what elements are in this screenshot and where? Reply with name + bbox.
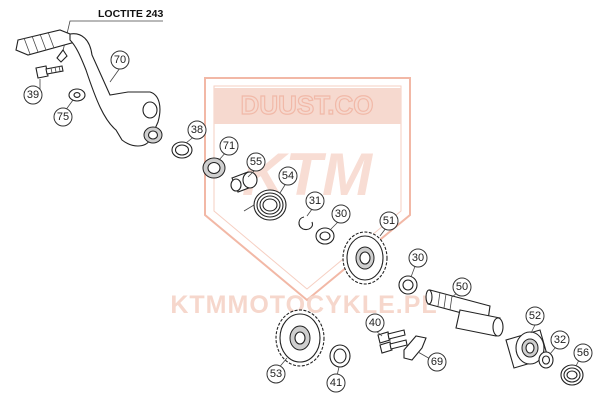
callout-71: 71 (219, 136, 239, 156)
svg-text:41: 41 (330, 377, 342, 389)
callout-40: 40 (365, 313, 385, 333)
callout-52: 52 (525, 306, 545, 326)
loctite-note: LOCTITE 243 (98, 8, 164, 20)
svg-text:30: 30 (335, 208, 347, 220)
svg-text:31: 31 (309, 195, 321, 207)
ratchet-gear (505, 329, 549, 369)
callout-50: 50 (452, 277, 472, 297)
watermark-badge-text: DUUST.CO (241, 90, 374, 120)
callout-38: 38 (187, 120, 207, 140)
screws (377, 329, 408, 354)
callout-55: 55 (246, 152, 266, 172)
callout-31: 31 (305, 191, 325, 211)
svg-text:32: 32 (554, 334, 566, 346)
washer-32 (538, 351, 554, 369)
callout-41: 41 (326, 373, 346, 393)
callout-30: 30 (331, 204, 351, 224)
svg-text:52: 52 (529, 310, 541, 322)
kick-spring (243, 189, 287, 221)
stop-plate (403, 335, 427, 361)
svg-text:50: 50 (456, 281, 468, 293)
callout-69: 69 (427, 352, 447, 372)
svg-text:71: 71 (223, 140, 235, 152)
seal (202, 157, 226, 179)
svg-text:70: 70 (114, 54, 126, 66)
svg-text:38: 38 (191, 124, 203, 136)
svg-text:39: 39 (27, 89, 39, 101)
callout-53: 53 (266, 364, 286, 384)
watermark: DUUST.CO KTM KTMMOTOCYKLE.PL (170, 77, 437, 319)
svg-text:75: 75 (57, 111, 69, 123)
thrust-washer-lower (398, 275, 418, 295)
callout-70: 70 (110, 50, 130, 70)
svg-text:54: 54 (282, 170, 294, 182)
gear-51 (342, 231, 388, 285)
circlip (298, 216, 313, 231)
kick-starter-lever (15, 29, 163, 147)
svg-text:51: 51 (383, 215, 395, 227)
bolt (35, 65, 64, 79)
washer (68, 88, 86, 102)
svg-text:69: 69 (431, 356, 443, 368)
thrust-washer-upper (315, 227, 335, 245)
svg-text:56: 56 (577, 347, 589, 359)
callout-30b: 30 (408, 248, 428, 268)
callout-54: 54 (278, 166, 298, 186)
callout-56: 56 (573, 343, 593, 363)
ring (171, 141, 193, 159)
svg-text:40: 40 (369, 317, 381, 329)
bushing (230, 171, 258, 193)
svg-text:53: 53 (270, 368, 282, 380)
ratchet-spring (560, 364, 584, 386)
kick-shaft (425, 289, 504, 337)
callouts: 70 39 75 38 71 55 54 31 30 51 30 50 40 5… (23, 50, 593, 393)
callout-39: 39 (23, 85, 43, 105)
washer-41 (329, 344, 351, 368)
svg-text:55: 55 (250, 156, 262, 168)
callout-75: 75 (53, 107, 73, 127)
callout-32: 32 (550, 330, 570, 350)
watermark-text-band (214, 88, 401, 124)
callout-51: 51 (379, 211, 399, 231)
svg-text:30: 30 (412, 252, 424, 264)
clip (56, 49, 68, 63)
gear-53 (275, 309, 325, 367)
